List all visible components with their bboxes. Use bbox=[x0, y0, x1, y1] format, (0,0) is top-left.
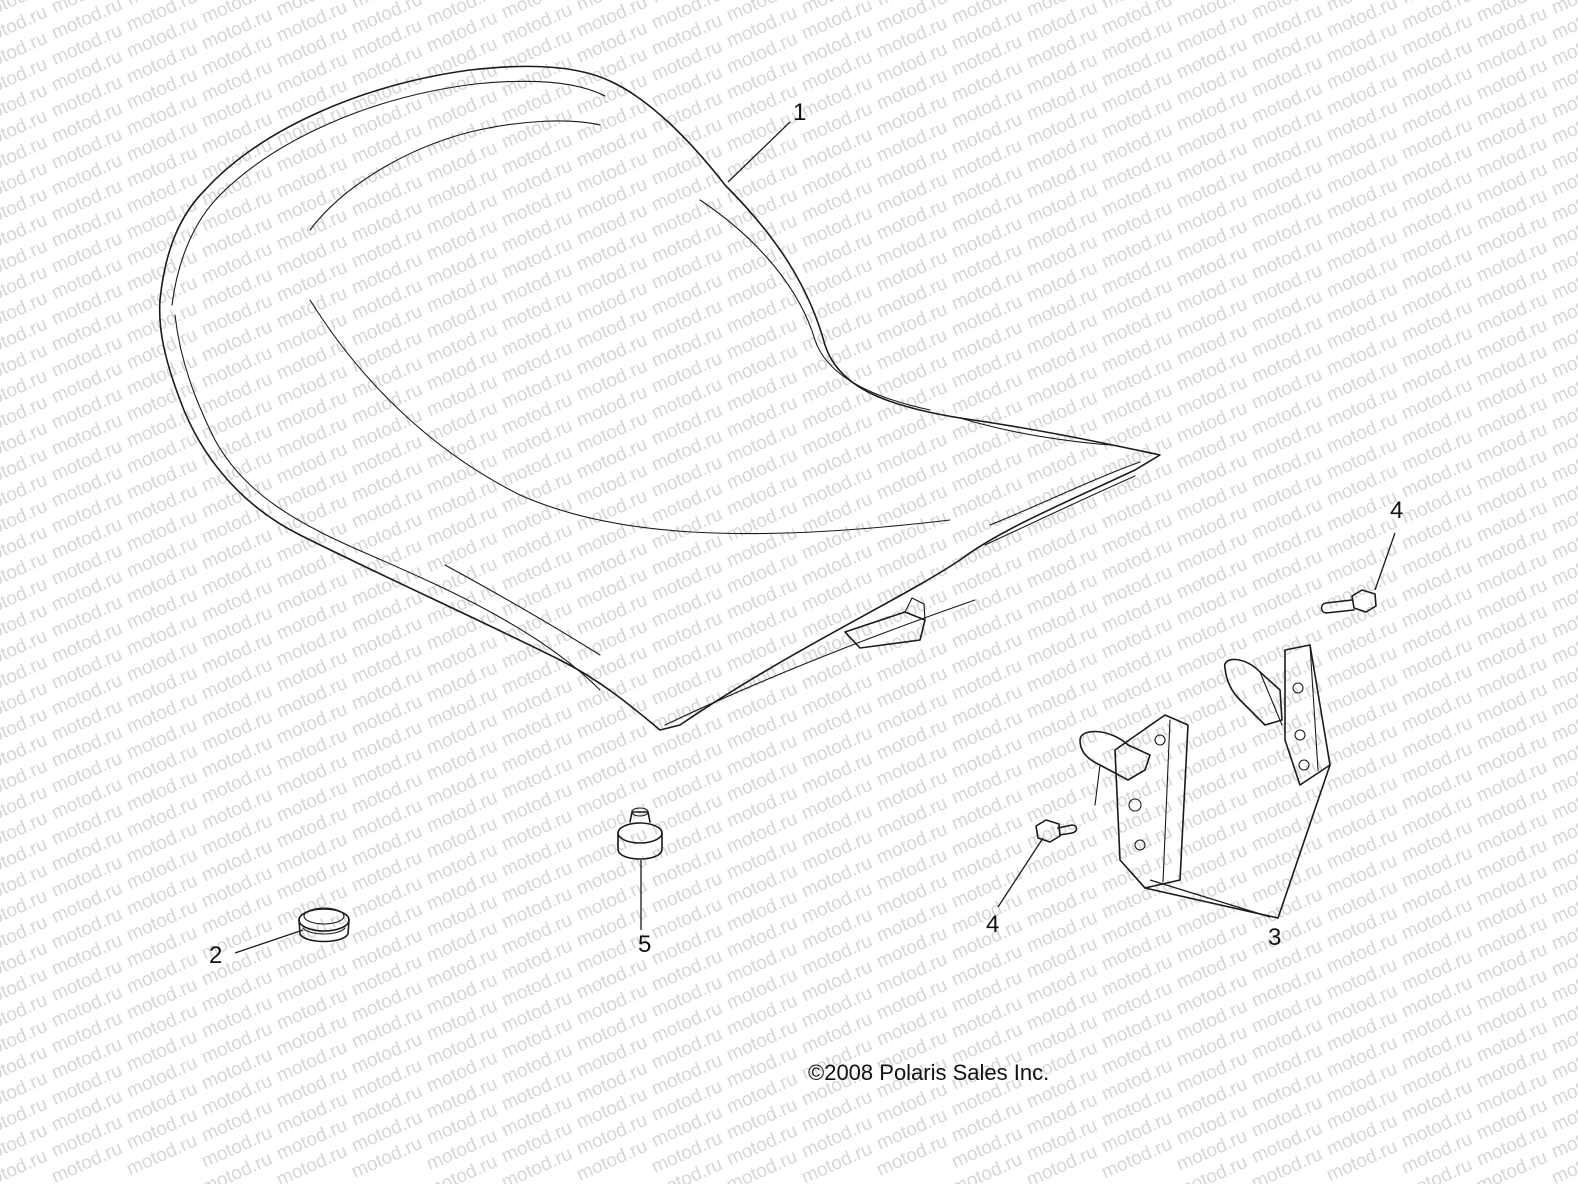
callout-2: 2 bbox=[209, 942, 222, 969]
callout-3: 3 bbox=[1268, 924, 1281, 951]
callout-5: 5 bbox=[638, 931, 651, 958]
callout-1: 1 bbox=[793, 99, 806, 126]
copyright-notice: ©2008 Polaris Sales Inc. bbox=[808, 1060, 1049, 1085]
callout-4-upper: 4 bbox=[1390, 497, 1403, 524]
callout-4-lower: 4 bbox=[986, 911, 999, 938]
